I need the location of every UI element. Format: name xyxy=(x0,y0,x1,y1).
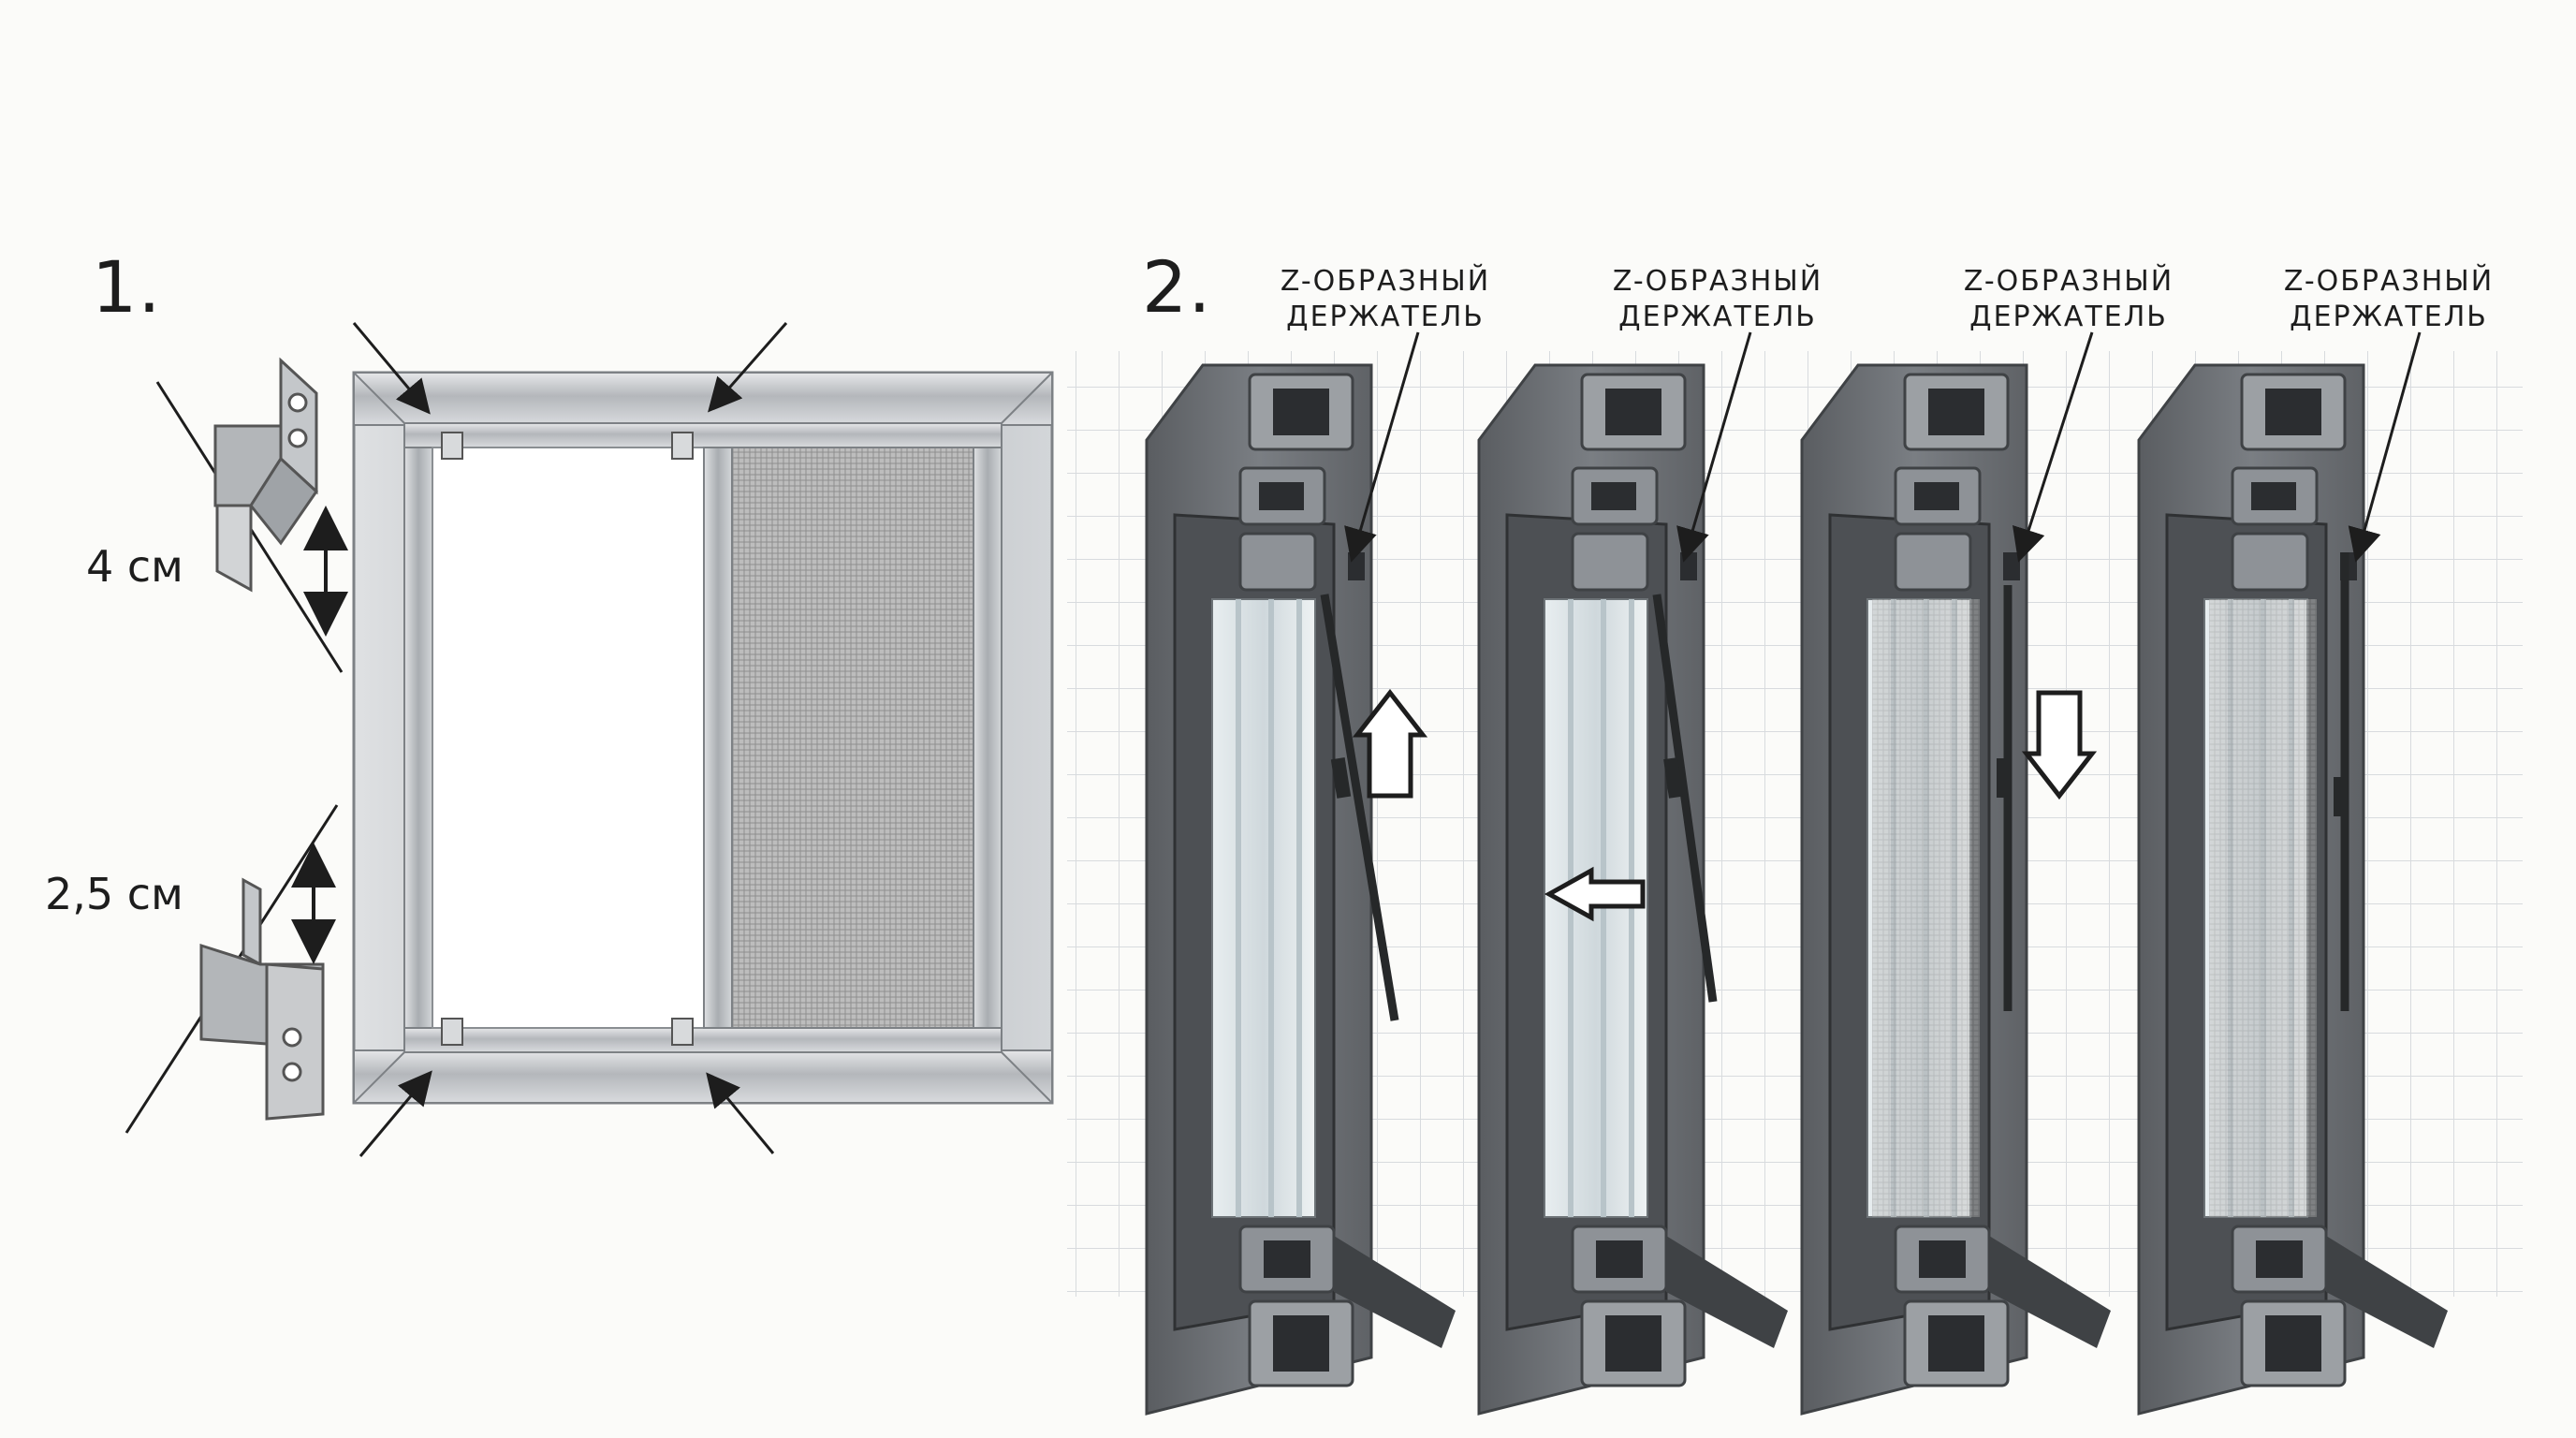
stage-4-profile xyxy=(2137,363,2450,1416)
stage-2-profile xyxy=(1477,363,1790,1416)
stage-1-caption: Z-ОБРАЗНЫЙ ДЕРЖАТЕЛЬ xyxy=(1280,265,1491,333)
stage-4-caption: Z-ОБРАЗНЫЙ ДЕРЖАТЕЛЬ xyxy=(2283,265,2495,333)
stage-3-caption: Z-ОБРАЗНЫЙ ДЕРЖАТЕЛЬ xyxy=(1963,265,2174,333)
bottom-z-bracket xyxy=(124,804,339,1134)
arrow-up-icon xyxy=(1352,688,1428,799)
arrow-down-icon xyxy=(2021,690,2098,800)
stage-3-profile xyxy=(1800,363,2113,1416)
caption-pointer-lines xyxy=(1344,331,2422,563)
step-1-number: 1. xyxy=(92,245,162,329)
top-z-bracket xyxy=(155,357,348,673)
stage-2-caption: Z-ОБРАЗНЫЙ ДЕРЖАТЕЛЬ xyxy=(1612,265,1823,333)
arrow-left-icon xyxy=(1544,866,1646,922)
top-bracket-dimension: 4 см xyxy=(86,541,183,592)
bottom-bracket-dimension: 2,5 см xyxy=(45,869,183,919)
stage-1-profile xyxy=(1145,363,1457,1416)
step-2-number: 2. xyxy=(1142,245,1212,329)
step1-frame xyxy=(352,371,1054,1105)
clip-pointer-arrows xyxy=(352,322,788,1157)
